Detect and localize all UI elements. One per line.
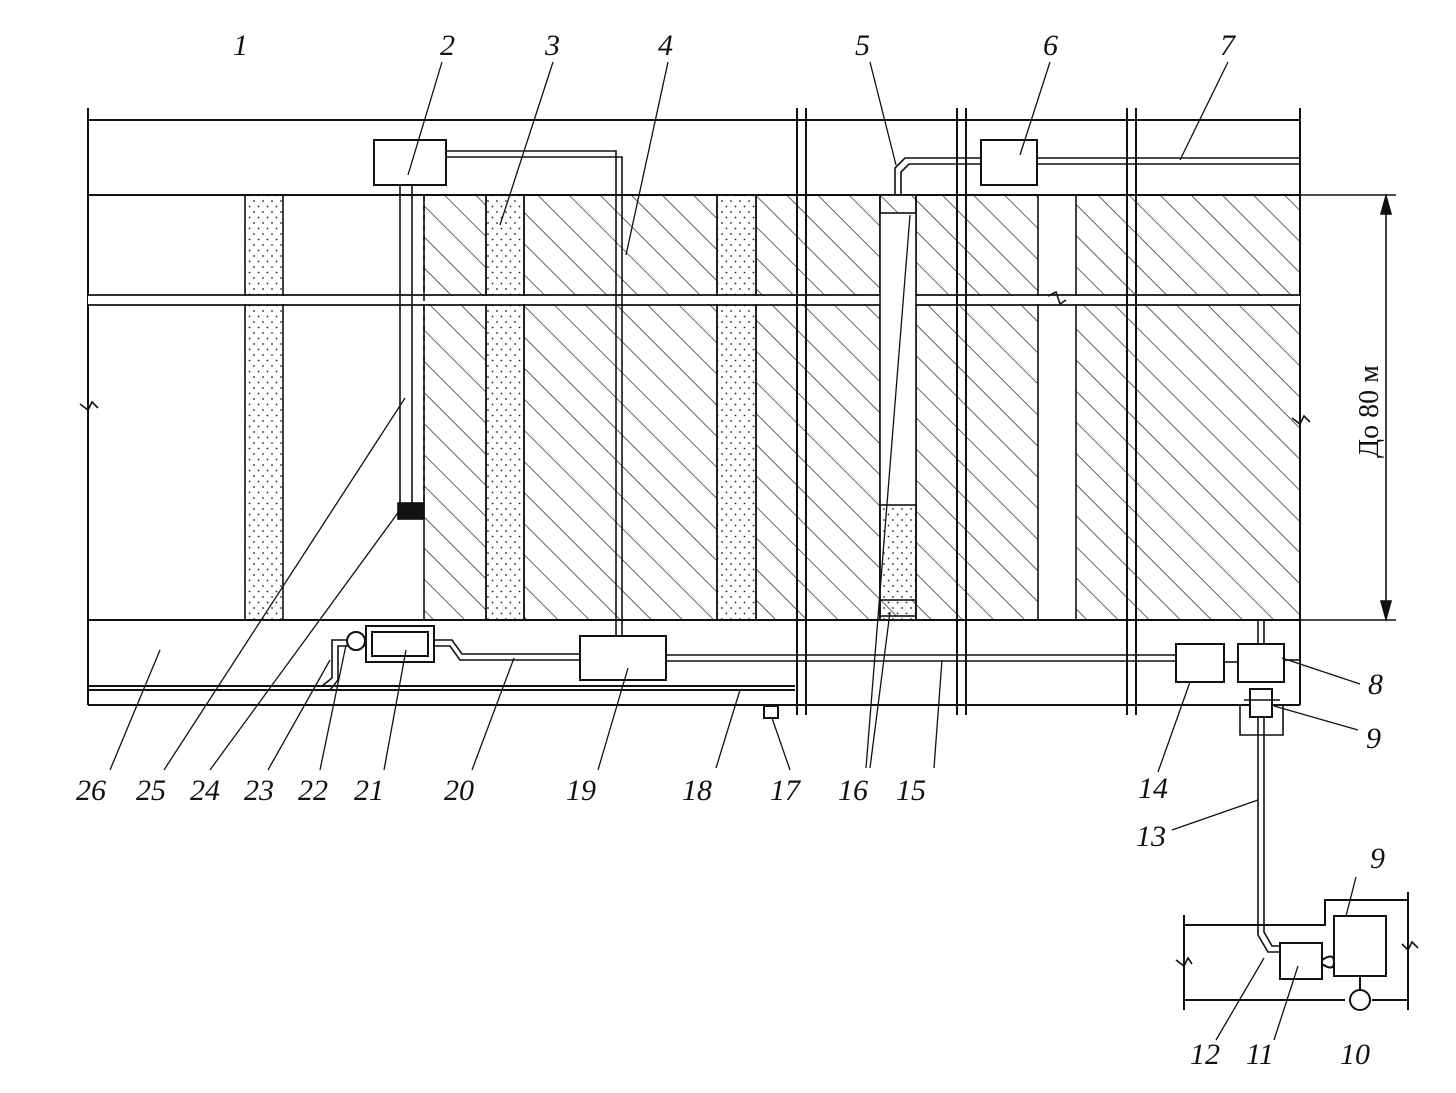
- label-3: 3: [544, 29, 560, 62]
- label-11: 11: [1246, 1038, 1274, 1071]
- label-17: 17: [770, 774, 802, 807]
- label-15: 15: [896, 774, 926, 807]
- label-9-bottom: 9: [1370, 842, 1385, 875]
- leader-lines: [109, 61, 1361, 1041]
- break-marks: [79, 290, 1419, 968]
- label-19: 19: [566, 774, 596, 807]
- label-4: 4: [658, 29, 673, 62]
- label-5: 5: [855, 29, 870, 62]
- unit-11: [1279, 942, 1323, 980]
- unit-21-inner: [371, 631, 429, 657]
- label-13: 13: [1136, 820, 1166, 853]
- unit-9-top: [1249, 688, 1273, 718]
- callout-labels: 1 2 3 4 5 6 7 8 9 9 10 11 12 13 14 15 16…: [76, 29, 1385, 1071]
- label-21: 21: [354, 774, 384, 807]
- label-16: 16: [838, 774, 868, 807]
- label-10: 10: [1340, 1038, 1370, 1071]
- unit-17: [763, 705, 779, 719]
- label-25: 25: [136, 774, 166, 807]
- label-8: 8: [1368, 668, 1383, 701]
- label-22: 22: [298, 774, 328, 807]
- pipelines: [321, 150, 1300, 953]
- unit-9-bottom: [1333, 915, 1387, 977]
- label-6: 6: [1043, 29, 1058, 62]
- ore-massif: [423, 194, 1301, 621]
- dimension-line: [1300, 193, 1396, 622]
- unit-6: [980, 139, 1038, 186]
- label-26: 26: [76, 774, 106, 807]
- filling-chamber: [879, 194, 917, 621]
- label-24: 24: [190, 774, 220, 807]
- unit-2: [373, 139, 447, 186]
- dimension-label: До 80 м: [1354, 365, 1385, 458]
- unit-8: [1237, 643, 1285, 683]
- label-7: 7: [1220, 29, 1237, 62]
- label-12: 12: [1190, 1038, 1220, 1071]
- label-14: 14: [1138, 772, 1168, 805]
- lower-drift: [88, 619, 1300, 706]
- equipment: [365, 139, 1387, 980]
- label-18: 18: [682, 774, 712, 807]
- pump-10: [1349, 989, 1371, 1011]
- unit-19: [579, 635, 667, 681]
- pump-22: [346, 631, 366, 651]
- unit-14: [1175, 643, 1225, 683]
- label-23: 23: [244, 774, 274, 807]
- pipe-25: [397, 185, 425, 520]
- label-9-top: 9: [1366, 722, 1381, 755]
- vertical-raises: [796, 108, 1137, 715]
- label-20: 20: [444, 774, 474, 807]
- label-2: 2: [440, 29, 455, 62]
- label-1: 1: [233, 29, 248, 62]
